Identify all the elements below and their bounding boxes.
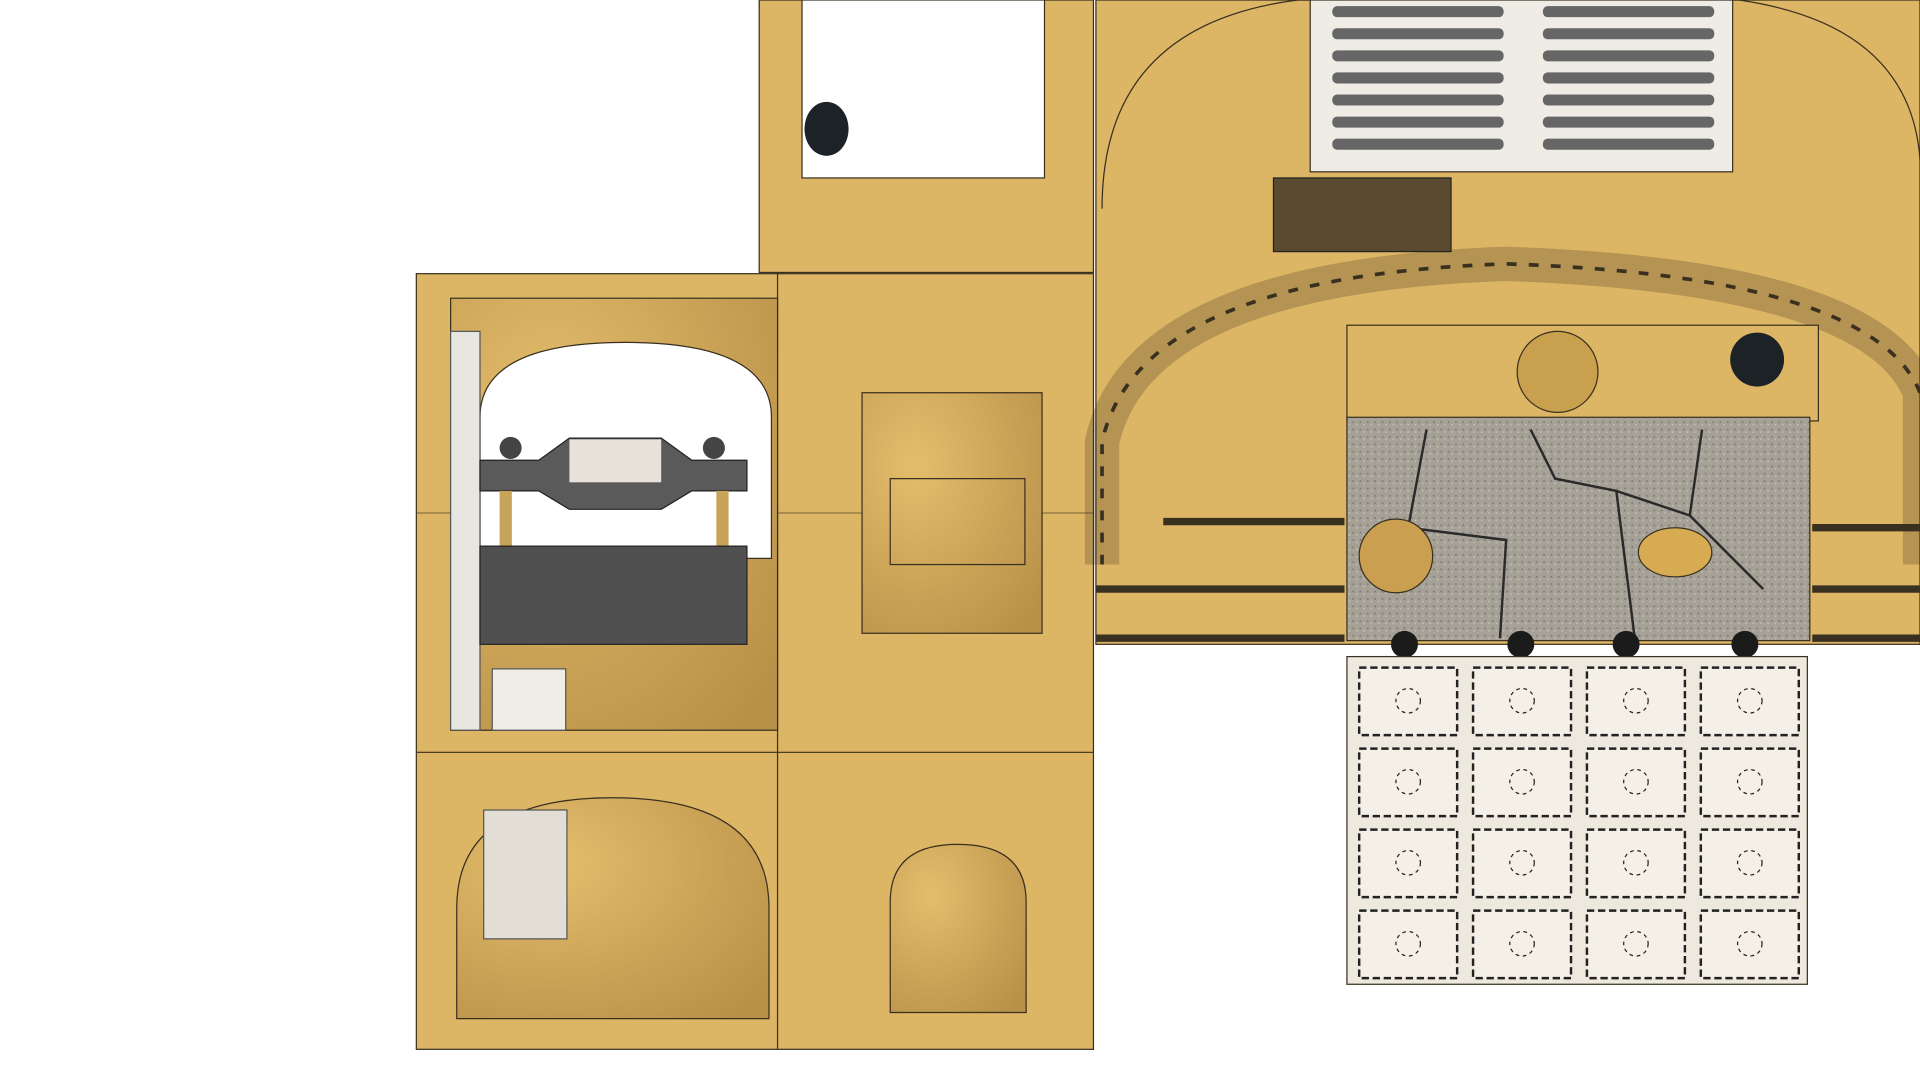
lattice-tile (1357, 828, 1459, 899)
tile-rosette (1509, 768, 1535, 795)
lattice-tile (1699, 909, 1800, 980)
tile-rosette (1395, 930, 1422, 957)
stairs (1095, 517, 1920, 642)
tile-rosette (1736, 930, 1763, 957)
gold-dish (1358, 518, 1434, 594)
lattice-tile (1357, 747, 1459, 818)
tower (758, 0, 1095, 274)
lattice-tile (1585, 747, 1687, 818)
press-machine (479, 436, 748, 645)
tile-panel (1346, 655, 1808, 985)
plant-ornament (804, 101, 849, 156)
tile-rosette (1509, 849, 1535, 876)
tile-rosette (1395, 687, 1422, 714)
lattice-tile (1471, 909, 1573, 980)
tower-window (801, 0, 1046, 179)
tile-rosette (1736, 849, 1763, 876)
bottle-prop (491, 668, 567, 731)
lattice-tile (1699, 666, 1800, 737)
tile-rosette (1623, 768, 1649, 795)
grille-slots (1332, 6, 1715, 150)
lattice-tile (1357, 666, 1459, 737)
lower-right-arch (889, 843, 1027, 1014)
tile-rosette (1736, 768, 1763, 795)
tile-rosette (1509, 687, 1535, 714)
ladder-rack (450, 330, 481, 731)
tile-rosette (1395, 849, 1422, 876)
lattice-tile (1471, 828, 1573, 899)
tile-rosette (1395, 768, 1422, 795)
tile-rosette (1509, 930, 1535, 957)
lattice-tile (1471, 666, 1573, 737)
right-structure (1084, 0, 1920, 658)
lattice-tile (1585, 909, 1687, 980)
lattice-tile (1699, 828, 1800, 899)
stone-cracks (1406, 428, 1765, 639)
tile-rosette (1623, 849, 1649, 876)
round-plate (1516, 330, 1599, 413)
lattice-tile (1699, 747, 1800, 818)
dark-niche (1272, 177, 1452, 253)
dark-plant (1730, 332, 1785, 387)
lattice-tile (1357, 909, 1459, 980)
rings (1391, 630, 1759, 658)
tile-rosette (1623, 930, 1649, 957)
carved-arch-band (1084, 246, 1920, 565)
gold-bowl (1637, 527, 1713, 578)
arch-carvings (1100, 262, 1920, 565)
left-building (415, 273, 1095, 1050)
upper-right-window (861, 392, 1043, 634)
lattice-tile (1471, 747, 1573, 818)
lower-prop (483, 809, 568, 940)
tile-rosette (1623, 687, 1649, 714)
lattice-tile (1585, 828, 1687, 899)
lattice-tile (1585, 666, 1687, 737)
tile-rosette (1736, 687, 1763, 714)
